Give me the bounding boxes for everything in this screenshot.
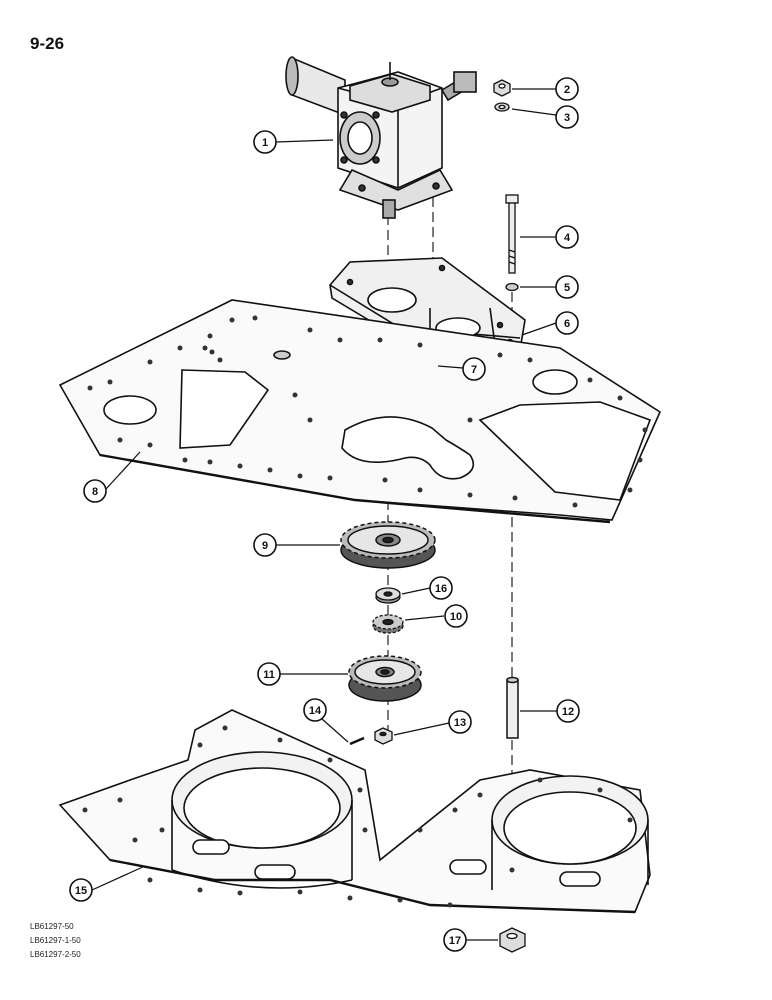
- callout-label: 9: [262, 540, 268, 552]
- callout-label: 17: [449, 935, 461, 947]
- bushing: [375, 587, 401, 604]
- callout-label: 7: [471, 364, 477, 376]
- callout-label: 5: [564, 282, 570, 294]
- callout-label: 2: [564, 84, 570, 96]
- callout-1: 1: [253, 130, 277, 154]
- callout-label: 11: [263, 669, 275, 681]
- lower-sprocket: [348, 655, 422, 702]
- callout-9: 9: [253, 533, 277, 557]
- callout-15: 15: [69, 878, 93, 902]
- callout-5: 5: [555, 275, 579, 299]
- callout-4: 4: [555, 225, 579, 249]
- callout-label: 1: [262, 137, 268, 149]
- callout-12: 12: [556, 699, 580, 723]
- page-number: 9-26: [30, 34, 65, 53]
- leader-lines: [91, 88, 557, 941]
- reference-code: LB61297-1-50: [30, 936, 81, 945]
- gearbox: [285, 56, 477, 219]
- callout-7: 7: [462, 357, 486, 381]
- large-sprocket: [340, 521, 436, 569]
- callout-13: 13: [448, 710, 472, 734]
- callout-label: 12: [562, 706, 574, 718]
- callout-6: 6: [555, 311, 579, 335]
- callout-8: 8: [83, 479, 107, 503]
- nut: [374, 727, 393, 745]
- callout-label: 3: [564, 112, 570, 124]
- callout-14: 14: [303, 698, 327, 722]
- small-sprocket: [372, 614, 404, 634]
- callout-11: 11: [257, 662, 281, 686]
- spacer-tube: [506, 676, 519, 739]
- callouts: 1 2 3 4 5 6 7 8: [69, 77, 580, 952]
- reference-code: LB61297-50: [30, 922, 74, 931]
- callout-label: 16: [435, 583, 447, 595]
- callout-3: 3: [555, 105, 579, 129]
- nut-and-washer: [493, 79, 511, 112]
- pin: [349, 736, 365, 746]
- bolt: [505, 194, 519, 292]
- callout-10: 10: [444, 604, 468, 628]
- nut: [499, 927, 526, 953]
- callout-label: 6: [564, 318, 570, 330]
- upper-plate: [58, 299, 662, 524]
- callout-16: 16: [429, 576, 453, 600]
- callout-label: 15: [75, 885, 87, 897]
- callout-label: 4: [564, 232, 571, 244]
- lower-frame: [58, 709, 651, 914]
- callout-label: 10: [450, 611, 462, 623]
- callout-label: 14: [309, 705, 322, 717]
- callout-17: 17: [443, 928, 467, 952]
- callout-2: 2: [555, 77, 579, 101]
- reference-code: LB61297-2-50: [30, 950, 81, 959]
- callout-label: 13: [454, 717, 466, 729]
- callout-label: 8: [92, 486, 98, 498]
- mounting-bracket: [329, 257, 526, 351]
